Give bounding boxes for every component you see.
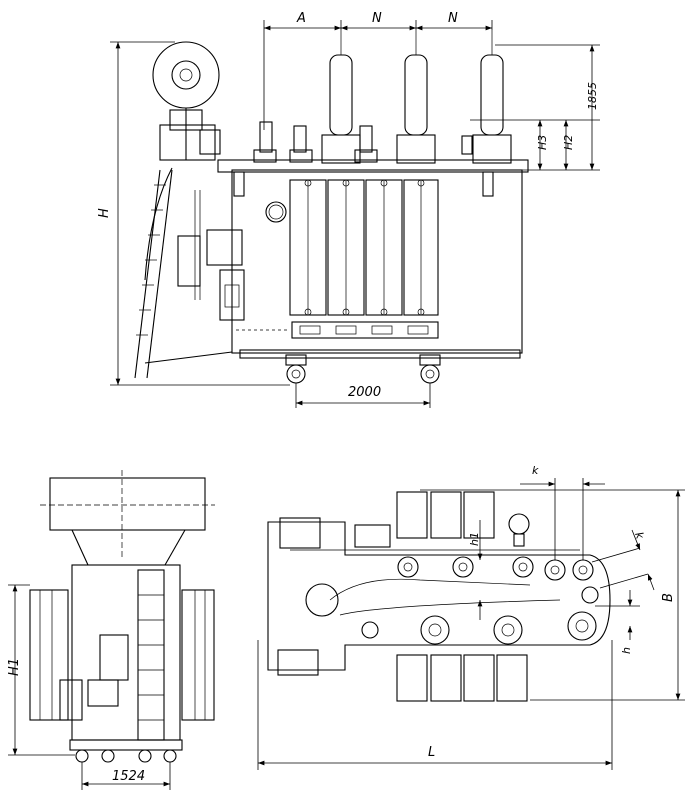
tank-body — [231, 169, 523, 354]
dim-label-k-right: k — [632, 530, 647, 541]
conservator — [152, 41, 221, 161]
dim-label-h1-plan: h1 — [468, 532, 481, 546]
side-view-dimensions: A N N H H3 H2 1855 2000 — [97, 11, 600, 408]
dim-label-h: H — [97, 208, 112, 218]
front-view — [29, 470, 215, 763]
dim-label-h1: H1 — [7, 658, 22, 676]
dim-label-1524: 1524 — [112, 769, 145, 784]
dim-label-h3: H3 — [536, 135, 549, 150]
dim-label-a: A — [296, 11, 306, 26]
dim-label-l: L — [428, 745, 435, 760]
dim-label-b: B — [661, 593, 676, 602]
dim-label-n1: N — [372, 11, 382, 26]
wheels — [285, 354, 441, 384]
dim-label-k-top: k — [532, 464, 539, 477]
plan-bushings — [305, 556, 599, 645]
front-view-dimensions: H1 1524 — [7, 584, 171, 790]
plan-view-dimensions: k k h1 h B L — [257, 464, 685, 770]
dim-label-h2: H2 — [562, 135, 575, 150]
lv-bushings — [253, 121, 473, 163]
radiators — [289, 179, 439, 316]
plan-view — [267, 491, 611, 702]
front-conservator — [49, 477, 206, 531]
plan-tank — [267, 521, 611, 671]
dim-label-n2: N — [448, 11, 458, 26]
dim-label-1855: 1855 — [586, 82, 599, 110]
dim-label-h-plan: h — [620, 647, 633, 654]
hv-bushings — [321, 30, 512, 164]
side-view — [134, 30, 529, 384]
dim-label-2000: 2000 — [348, 385, 381, 400]
ladder — [134, 167, 233, 379]
control-cabinet — [206, 229, 243, 266]
